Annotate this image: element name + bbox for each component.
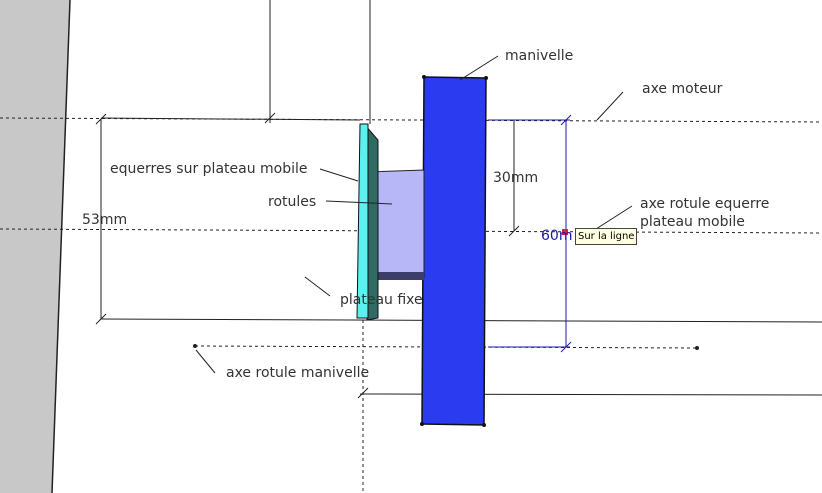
dimension-53mm: 53mm [82, 212, 127, 228]
dim-tick [560, 114, 572, 126]
leader-axe-moteur [596, 91, 624, 121]
label-equerres: equerres sur plateau mobile [110, 161, 308, 177]
rotules-bottom-edge [366, 272, 424, 280]
leader-manivelle [459, 55, 499, 81]
vertex-point [422, 75, 426, 79]
label-plateau-fixe: plateau fixe [340, 292, 423, 308]
inference-point [562, 229, 568, 235]
dimension-30mm: 30mm [493, 170, 538, 186]
equerres-plateau-mobile-plate[interactable] [356, 123, 369, 319]
dim-tick [357, 387, 369, 399]
dim-tick [95, 313, 107, 325]
dim-tick [95, 113, 107, 125]
leader-axe-rotule-equerre [595, 205, 633, 230]
guide-end-point [695, 346, 699, 350]
label-axe-rotule-manivelle: axe rotule manivelle [226, 365, 369, 381]
guide-end-point [193, 344, 197, 348]
wall-edge [51, 0, 71, 493]
leader-axe-rotule-manivelle [195, 349, 216, 374]
vertex-point [484, 76, 488, 80]
label-axe-rotule-equerre-1: axe rotule equerre [640, 196, 769, 212]
dim-tick [508, 225, 520, 237]
label-rotules: rotules [268, 194, 316, 210]
vertex-point [420, 422, 424, 426]
inference-tooltip: Sur la ligne [575, 228, 638, 245]
vertex-point [482, 423, 486, 427]
dim-tick [560, 341, 572, 353]
dimension-60m: 60m [541, 228, 572, 244]
manivelle-crank[interactable] [421, 76, 487, 426]
leader-equerres [319, 168, 359, 182]
dim-53-extension-top [100, 117, 361, 121]
label-axe-moteur: axe moteur [642, 81, 723, 97]
label-manivelle: manivelle [505, 48, 573, 64]
label-axe-rotule-equerre-2: plateau mobile [640, 214, 745, 230]
wall-face [0, 0, 70, 493]
dim-tick [264, 112, 276, 124]
leader-plateau-fixe [304, 276, 331, 297]
leader-rotules [325, 200, 393, 205]
axe-moteur-line [0, 117, 822, 123]
axe-rotule-equerre-line [0, 228, 822, 234]
